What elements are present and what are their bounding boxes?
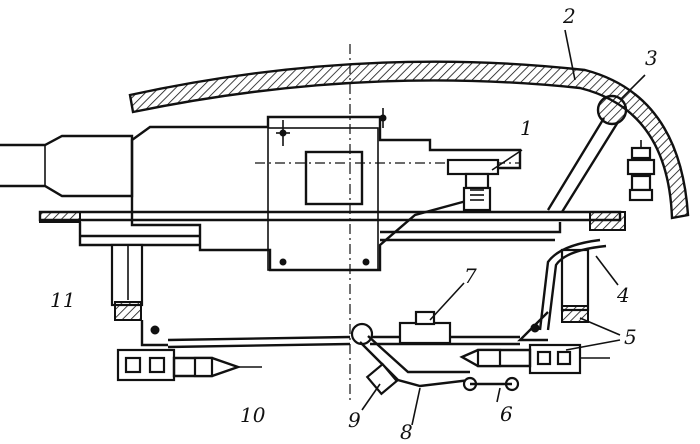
projectile-left xyxy=(172,356,262,378)
pedal-lever xyxy=(350,310,520,396)
callout-7: 7 xyxy=(464,264,477,288)
base-rail xyxy=(38,210,626,247)
callout-11: 11 xyxy=(50,288,76,312)
callout-3: 3 xyxy=(645,46,658,70)
housing-bolts xyxy=(276,108,387,266)
callout-1: 1 xyxy=(520,116,533,140)
curved-rod xyxy=(538,238,607,331)
callout-9: 9 xyxy=(348,408,361,432)
leader-lines xyxy=(361,29,646,426)
projectile-right xyxy=(459,348,610,368)
callout-8: 8 xyxy=(400,420,413,444)
callout-4: 4 xyxy=(617,283,630,307)
callout-5: 5 xyxy=(624,325,637,349)
hood-cover xyxy=(128,60,690,220)
hood-latch-spring xyxy=(626,140,656,202)
link-rod xyxy=(167,335,520,349)
bracket-1 xyxy=(446,158,500,212)
gun-body xyxy=(0,108,522,272)
callout-6: 6 xyxy=(500,402,513,426)
callout-10: 10 xyxy=(240,403,266,427)
left-bracket xyxy=(116,320,176,382)
hood-strut xyxy=(546,117,620,213)
right-post xyxy=(560,248,590,323)
callout-2: 2 xyxy=(563,4,576,28)
hinge-joint xyxy=(596,94,628,126)
left-post xyxy=(110,243,144,321)
